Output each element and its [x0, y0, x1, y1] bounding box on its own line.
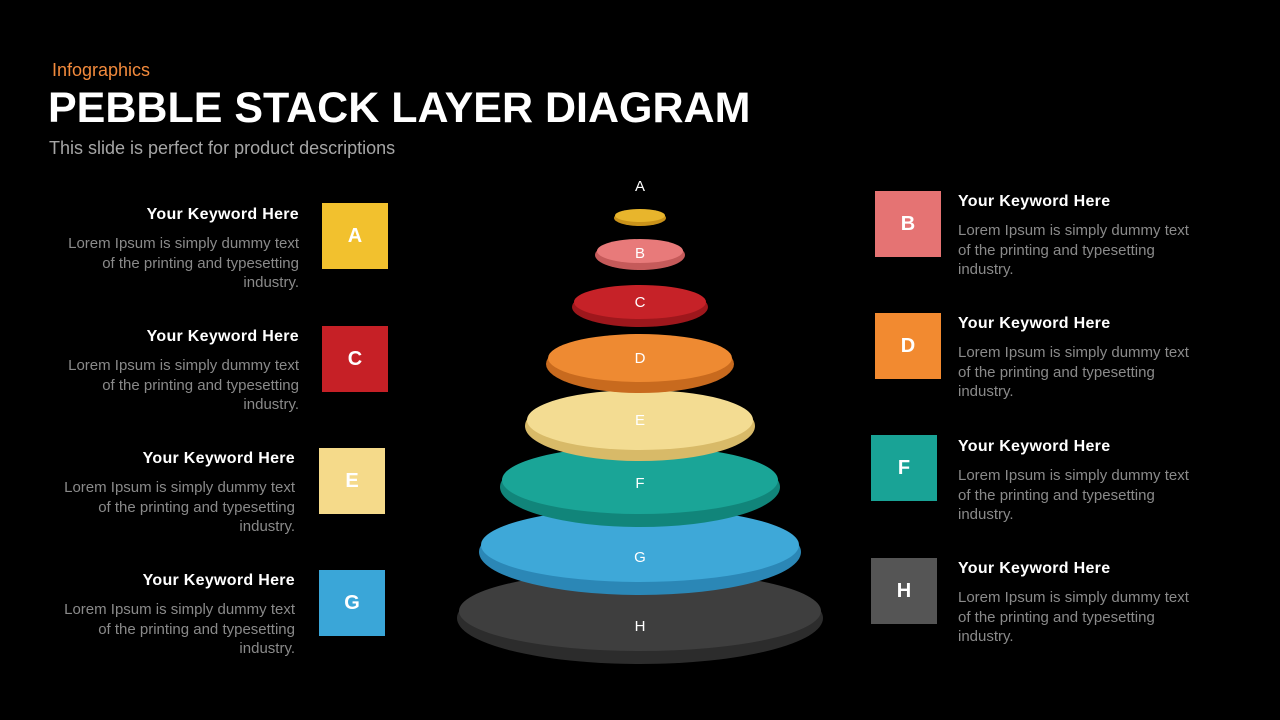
pebble-e-top: [527, 390, 753, 450]
pebble-g: G: [479, 508, 801, 595]
item-keyword: Your Keyword Here: [142, 450, 295, 467]
item-keyword: Your Keyword Here: [958, 315, 1111, 332]
pebble-h: H: [457, 571, 823, 664]
pebble-b: B: [595, 239, 685, 270]
item-block-f: Your Keyword Here Lorem Ipsum is simply …: [958, 438, 1198, 525]
item-block-d: Your Keyword Here Lorem Ipsum is simply …: [958, 315, 1198, 402]
badge-h: H: [871, 558, 937, 624]
pebble-stack-diagram: A H G F E D C B: [457, 178, 823, 664]
pebble-g-top: [481, 508, 799, 582]
item-block-h: Your Keyword Here Lorem Ipsum is simply …: [958, 560, 1198, 647]
badge-e: E: [319, 448, 385, 514]
badge-letter: E: [345, 469, 359, 492]
pebble-g-label: G: [634, 549, 646, 566]
item-description: Lorem Ipsum is simply dummy text of the …: [68, 235, 299, 291]
pebble-f: F: [500, 446, 780, 527]
item-description: Lorem Ipsum is simply dummy text of the …: [958, 467, 1189, 523]
item-block-g: Your Keyword Here Lorem Ipsum is simply …: [55, 572, 295, 659]
item-block-e: Your Keyword Here Lorem Ipsum is simply …: [55, 450, 295, 537]
badge-f: F: [871, 435, 937, 501]
pebble-d: D: [546, 334, 734, 393]
pebble-e: E: [525, 390, 755, 461]
badge-a: A: [322, 203, 388, 269]
badge-g: G: [319, 570, 385, 636]
badge-letter: C: [347, 347, 363, 370]
kicker-label: Infographics: [52, 60, 151, 80]
badge-letter: H: [896, 579, 912, 602]
badge-letter: D: [900, 334, 916, 357]
pebble-b-top: [597, 239, 683, 263]
badge-letter: F: [897, 456, 911, 479]
item-description: Lorem Ipsum is simply dummy text of the …: [64, 479, 295, 535]
item-description: Lorem Ipsum is simply dummy text of the …: [958, 344, 1189, 400]
pebble-d-label: D: [635, 350, 646, 367]
item-keyword: Your Keyword Here: [958, 560, 1111, 577]
item-keyword: Your Keyword Here: [958, 438, 1111, 455]
item-block-b: Your Keyword Here Lorem Ipsum is simply …: [958, 193, 1198, 280]
pebble-c-label: C: [635, 294, 646, 311]
item-keyword: Your Keyword Here: [958, 193, 1111, 210]
pebble-h-label: H: [635, 618, 646, 635]
pebble-d-top: [548, 334, 732, 382]
badge-letter: B: [900, 212, 916, 235]
pebble-b-label: B: [635, 245, 645, 262]
pebble-a-top: [615, 209, 665, 222]
item-keyword: Your Keyword Here: [142, 572, 295, 589]
badge-d: D: [875, 313, 941, 379]
badge-letter: A: [347, 224, 363, 247]
pebble-f-top: [502, 446, 778, 514]
pebble-top-label: A: [635, 178, 645, 195]
item-keyword: Your Keyword Here: [146, 328, 299, 345]
pebble-h-top: [459, 571, 821, 651]
item-description: Lorem Ipsum is simply dummy text of the …: [64, 601, 295, 657]
item-description: Lorem Ipsum is simply dummy text of the …: [68, 357, 299, 413]
badge-letter: G: [344, 591, 360, 614]
pebble-c: C: [572, 285, 708, 327]
pebble-e-label: E: [635, 412, 645, 429]
pebble-c-top: [574, 285, 706, 319]
item-block-c: Your Keyword Here Lorem Ipsum is simply …: [59, 328, 299, 415]
item-keyword: Your Keyword Here: [146, 206, 299, 223]
pebble-f-label: F: [635, 475, 644, 492]
item-description: Lorem Ipsum is simply dummy text of the …: [958, 222, 1189, 278]
page-subtitle: This slide is perfect for product descri…: [49, 138, 396, 158]
badge-c: C: [322, 326, 388, 392]
item-block-a: Your Keyword Here Lorem Ipsum is simply …: [59, 206, 299, 293]
item-description: Lorem Ipsum is simply dummy text of the …: [958, 589, 1189, 645]
page-title: PEBBLE STACK LAYER DIAGRAM: [48, 84, 751, 132]
badge-b: B: [875, 191, 941, 257]
pebble-a: [614, 209, 666, 226]
